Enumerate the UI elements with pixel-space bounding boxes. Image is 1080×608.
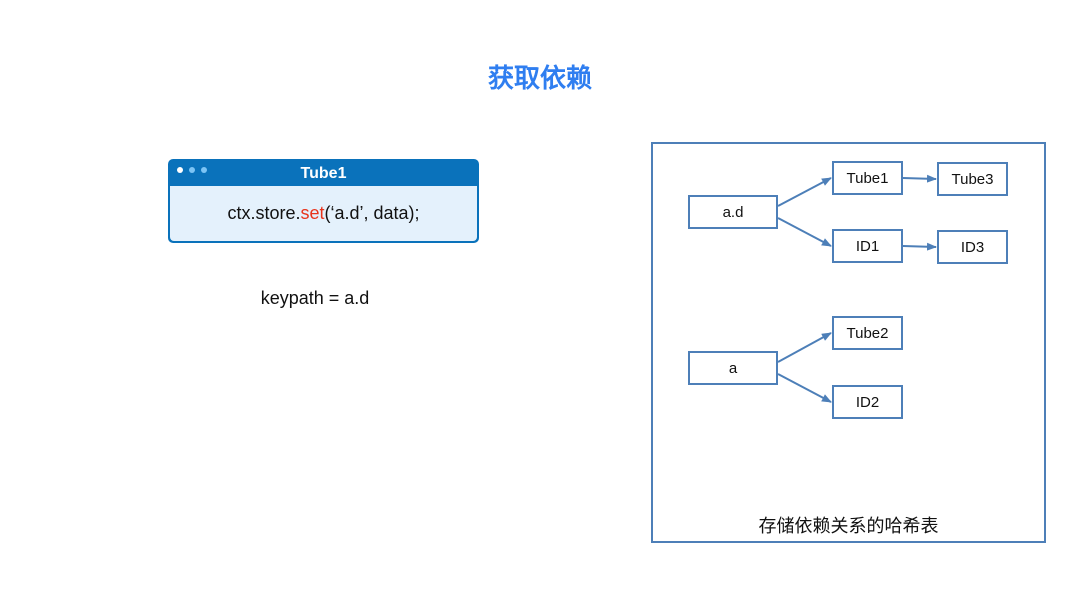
page-title: 获取依赖: [487, 64, 592, 94]
window-body: ctx.store.set(‘a.d’, data);: [170, 186, 477, 241]
node-id2: ID2: [832, 385, 903, 419]
node-a: a: [688, 351, 778, 385]
code-prefix: ctx.store.: [227, 203, 301, 223]
edge-arrow-a_d-tube1: [777, 177, 832, 207]
node-a-d: a.d: [688, 195, 778, 229]
window-title: Tube1: [300, 165, 347, 182]
hash-table-caption: 存储依赖关系的哈希表: [758, 516, 939, 537]
code-keyword: set: [300, 203, 325, 223]
code-suffix: (‘a.d’, data);: [324, 203, 420, 223]
node-tube3: Tube3: [937, 162, 1008, 196]
window-dots: [177, 167, 207, 173]
window-dot-icon: [201, 167, 207, 173]
keypath-label: keypath = a.d: [260, 288, 370, 308]
edge-arrow-a-id2: [777, 373, 832, 403]
edge-arrow-a-tube2: [777, 332, 832, 363]
window-dot-icon: [177, 167, 183, 173]
tube1-window: Tube1 ctx.store.set(‘a.d’, data);: [168, 159, 479, 243]
window-dot-icon: [189, 167, 195, 173]
edge-arrow-id1-id3: [902, 242, 937, 251]
node-id3: ID3: [937, 230, 1008, 264]
code-line: ctx.store.set(‘a.d’, data);: [227, 203, 419, 224]
node-tube2: Tube2: [832, 316, 903, 350]
node-id1: ID1: [832, 229, 903, 263]
node-tube1: Tube1: [832, 161, 903, 195]
edge-arrow-tube1-tube3: [902, 174, 937, 183]
hash-table-panel: [651, 142, 1046, 543]
edge-arrow-a_d-id1: [777, 217, 832, 247]
